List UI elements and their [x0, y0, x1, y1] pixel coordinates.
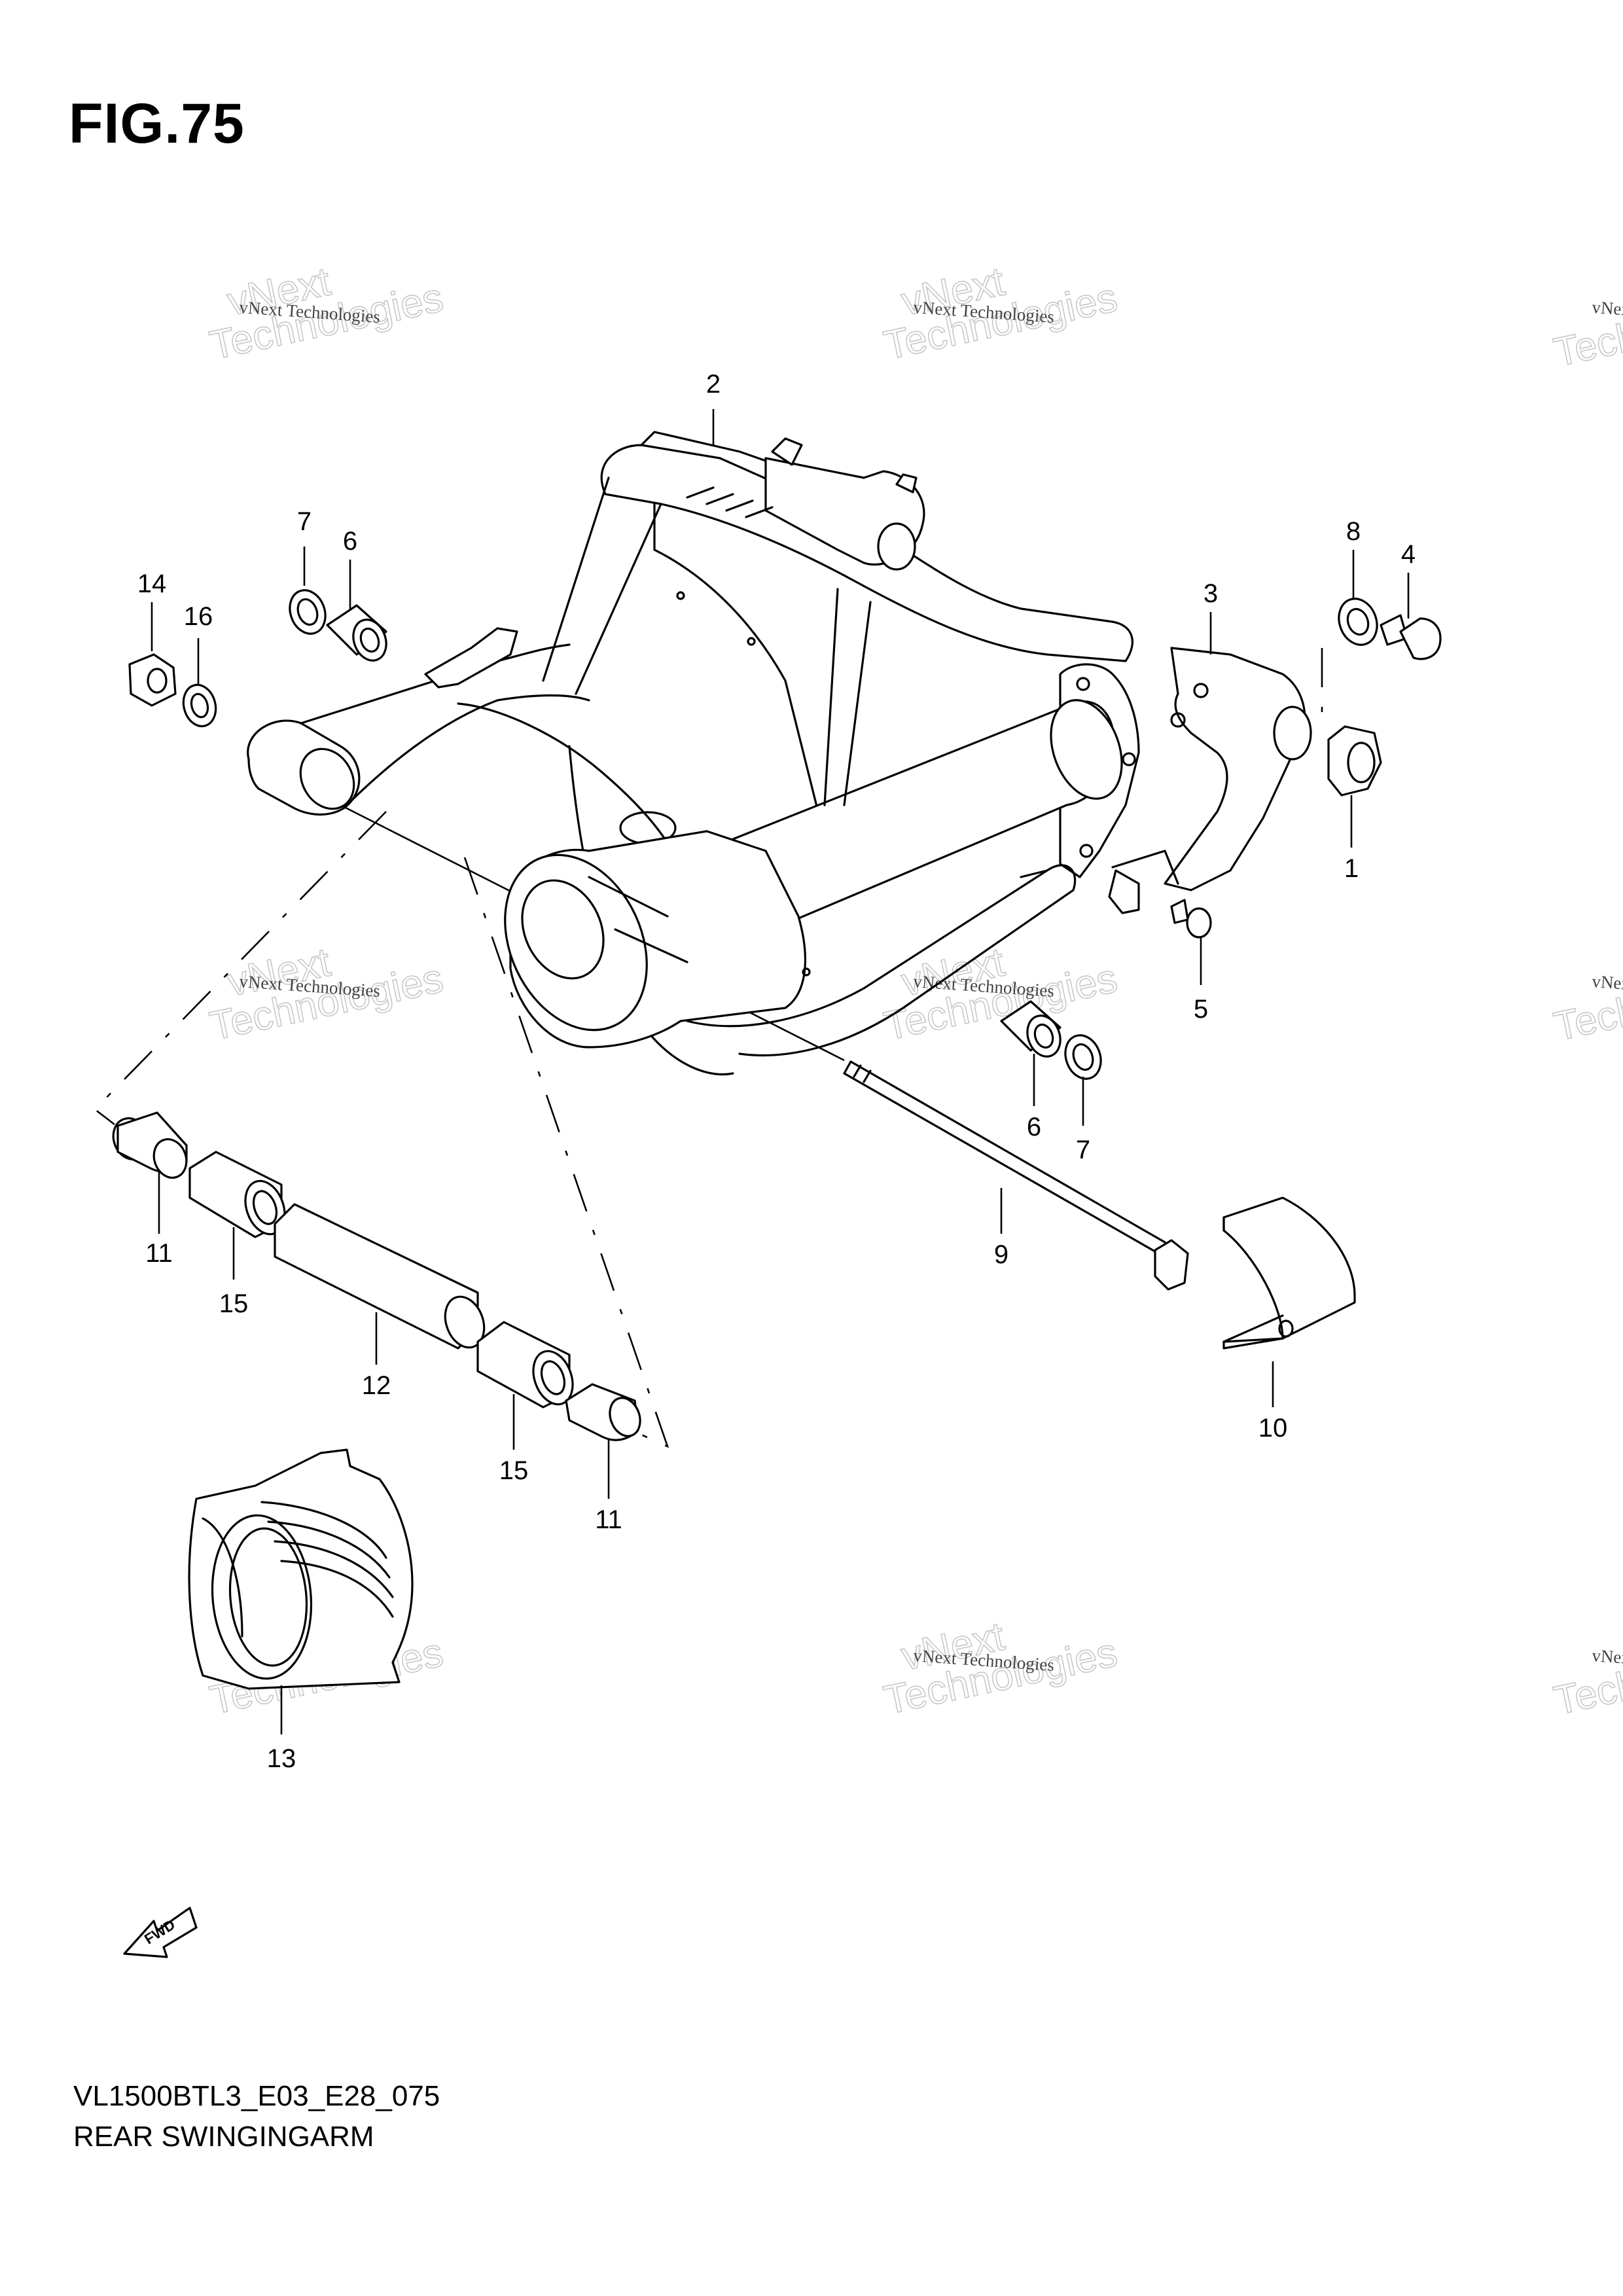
bearing-15-upper	[188, 1151, 286, 1238]
arm-hole	[802, 967, 811, 977]
gusset-hole-2	[747, 637, 756, 646]
watermark-technologies: Technologies	[1550, 956, 1623, 1050]
callout-11: 11	[595, 1505, 622, 1534]
washer-16	[182, 683, 217, 728]
callout-7: 7	[297, 507, 312, 536]
washer-7-lower	[1064, 1034, 1102, 1080]
callout-1: 1	[1344, 854, 1359, 883]
callout-labels: 2 7 6 14 16 8 4 3 1 5 6 7 9 10 11 15 12 …	[137, 370, 1416, 1773]
caliper-bracket-lower	[1111, 850, 1179, 885]
callout-15: 15	[499, 1456, 529, 1485]
right-arm-cap	[1020, 869, 1048, 878]
nut-14	[128, 653, 177, 707]
watermark-technologies: Technologies	[1550, 1630, 1623, 1724]
left-pivot-bore	[299, 747, 355, 810]
boot-13	[188, 1448, 414, 1690]
collar-11-lower	[565, 1383, 641, 1441]
left-strut-front	[542, 476, 610, 682]
gusset-hole-1	[676, 591, 685, 600]
right-strut	[823, 588, 872, 806]
gusset-plate-edge	[653, 503, 832, 826]
callout-8: 8	[1346, 517, 1361, 546]
washer-7-upper	[289, 589, 327, 635]
figure-title: FIG.75	[69, 92, 245, 155]
figure-caption: REAR SWINGINGARM	[73, 2121, 374, 2153]
top-nipple-2	[895, 473, 918, 493]
collar-11-left	[112, 1111, 188, 1179]
front-barrel-inner	[521, 879, 605, 980]
leader-lines	[151, 409, 1410, 1734]
nut-1	[1327, 725, 1382, 797]
callout-15: 15	[219, 1289, 249, 1318]
plate-bolt-1	[1076, 677, 1090, 691]
plate-bolt-2	[1122, 752, 1136, 766]
caliper-bracket-tab	[1108, 869, 1140, 914]
caliper-bracket-hole-1	[1193, 683, 1209, 698]
callout-11: 11	[145, 1239, 173, 1268]
callout-4: 4	[1401, 540, 1416, 569]
plate-bolt-3	[1079, 844, 1094, 858]
shock-mount-hole	[877, 522, 916, 571]
caliper-bracket-body	[1164, 647, 1306, 891]
callout-13: 13	[267, 1744, 296, 1773]
caliper-bracket	[1108, 647, 1312, 914]
left-strut-back	[575, 503, 662, 695]
bearing-6-upper	[326, 604, 387, 662]
watermark-group: vNext Technologies vNext Technologies vN…	[205, 259, 1623, 1725]
callout-10: 10	[1258, 1414, 1288, 1443]
bushing-8	[1338, 598, 1378, 646]
front-barrel-flap	[588, 876, 688, 963]
model-code: VL1500BTL3_E03_E28_075	[73, 2080, 440, 2112]
caliper-bracket-hole-2	[1170, 712, 1186, 728]
callout-5: 5	[1194, 995, 1208, 1024]
callout-16: 16	[184, 602, 213, 631]
sleeve-12	[274, 1203, 486, 1350]
fwd-arrow-icon: FWD	[123, 1907, 198, 1958]
callout-14: 14	[137, 569, 167, 598]
right-lower-arm	[686, 864, 1077, 1057]
callout-6: 6	[1027, 1113, 1041, 1141]
pivot-shaft-9	[843, 1060, 1189, 1291]
front-barrel-opening	[504, 853, 648, 1031]
bearing-15-lower	[476, 1321, 574, 1408]
crossbar-ribs	[686, 486, 774, 518]
callout-7: 7	[1076, 1136, 1090, 1164]
bolt-5	[1170, 899, 1212, 939]
callout-12: 12	[362, 1371, 391, 1400]
watermark-technologies: Technologies	[1550, 282, 1623, 376]
brake-stay-tab	[424, 627, 518, 689]
swingarm-frame	[247, 431, 1140, 1075]
bolt-4	[1380, 614, 1442, 660]
caliper-bracket-bore	[1273, 706, 1312, 761]
callout-2: 2	[706, 370, 721, 399]
watermark-2: vNext Technologies	[880, 259, 1122, 369]
callout-3: 3	[1204, 579, 1218, 608]
cover-10	[1222, 1196, 1356, 1350]
top-nipple-1	[771, 437, 803, 466]
cross-axle-tube-end	[1050, 699, 1123, 800]
left-arm-lower-edge	[342, 694, 590, 810]
bearing-6-lower	[1000, 1000, 1061, 1058]
assembly-line-left	[94, 811, 387, 1126]
callout-6: 6	[343, 527, 357, 556]
callout-9: 9	[994, 1240, 1008, 1269]
